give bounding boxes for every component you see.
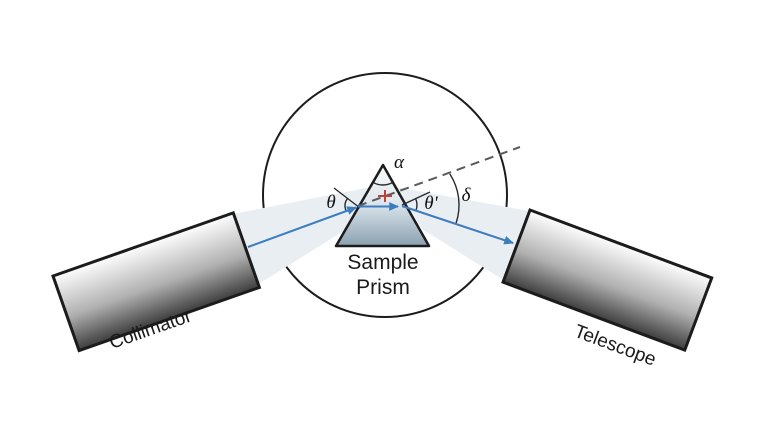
theta-prime-label: θ' — [424, 193, 438, 214]
telescope — [501, 208, 714, 352]
prism-caption-line2: Prism — [356, 276, 410, 299]
spectrometer-table-circle — [262, 72, 508, 318]
alpha-label: α — [394, 152, 405, 173]
incident-beam — [233, 187, 371, 285]
telescope-body — [501, 208, 714, 352]
delta-label: δ — [462, 185, 472, 206]
exiting-beam — [396, 187, 529, 281]
alpha-arc — [372, 181, 394, 186]
collimator — [51, 210, 262, 353]
delta-arc — [449, 173, 460, 224]
collimator-body — [51, 210, 262, 353]
prism-caption-line1: Sample — [347, 251, 418, 274]
theta-label: θ — [326, 192, 335, 213]
theta-arc — [344, 197, 349, 211]
table-center-mark — [378, 190, 392, 202]
incident-ray — [247, 206, 358, 248]
undeviated-path-dashed-line — [357, 146, 521, 207]
exit-normal-line — [401, 191, 431, 206]
refracted-ray — [401, 205, 515, 245]
